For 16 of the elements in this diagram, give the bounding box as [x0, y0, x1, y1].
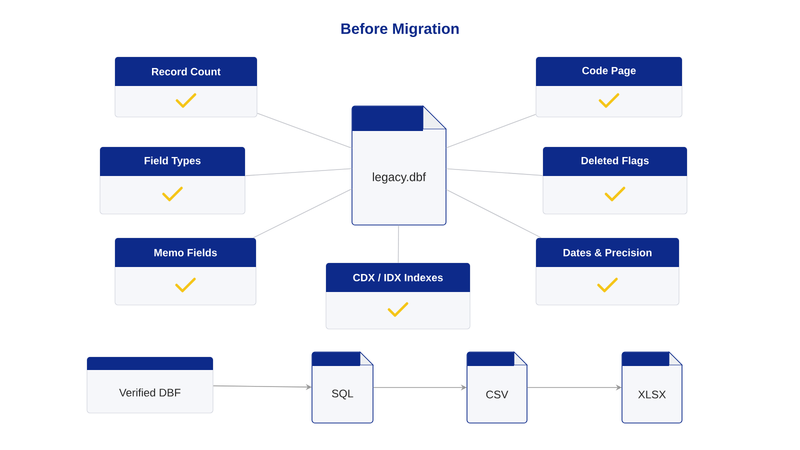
connector-line: [256, 112, 352, 149]
connector-line: [446, 168, 544, 176]
connector-line: [244, 168, 352, 176]
header-card: Verified DBF: [86, 356, 214, 414]
checklist-card: Record Count: [114, 56, 258, 118]
connector-line: [446, 114, 536, 148]
title: Before Migration: [341, 22, 459, 38]
checklist-card: CDX / IDX Indexes: [326, 262, 470, 330]
checklist-card: Dates & Precision: [536, 238, 680, 306]
checklist-card: Memo Fields: [114, 238, 256, 306]
connector-line: [253, 188, 352, 238]
connector-line: [398, 224, 399, 264]
checklist-card: Deleted Flags: [542, 146, 688, 214]
checklist-card: Field Types: [100, 146, 246, 214]
connector-line: [446, 189, 542, 238]
checklist-card: Code Page: [536, 56, 682, 118]
